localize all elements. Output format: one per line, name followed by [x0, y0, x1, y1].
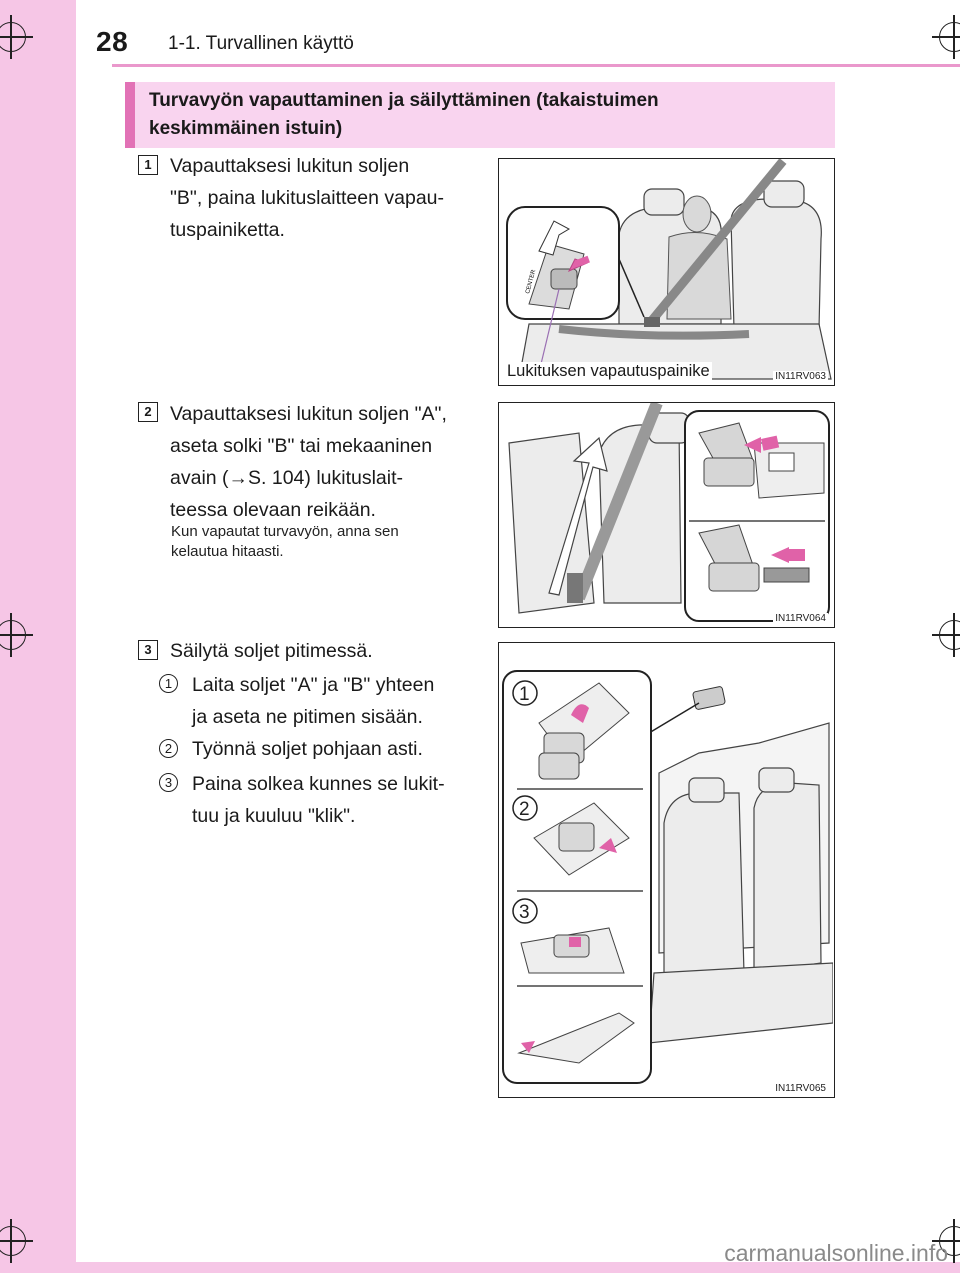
buckle-holder-illustration: 1 2 3	[502, 670, 833, 1084]
figure-code: IN11RV063	[773, 371, 828, 382]
topic-banner: Turvavyön vapauttaminen ja säilyttäminen…	[125, 82, 835, 148]
rear-seat-illustration: CENTER	[506, 159, 832, 380]
text-line: ja aseta ne pitimen sisään.	[192, 706, 423, 728]
figure-code: IN11RV065	[773, 1083, 828, 1094]
banner-line: keskimmäinen istuin)	[149, 118, 343, 139]
watermark: carmanualsonline.info	[724, 1240, 948, 1266]
note-line: kelautua hitaasti.	[171, 543, 284, 560]
substep-number-circle: 2	[159, 739, 178, 758]
registration-mark-icon	[0, 613, 33, 657]
step-1-text: Vapauttaksesi lukitun soljen "B", paina …	[170, 150, 478, 246]
figure-seat-release-button: CENTER Lukituksen vapautuspainike IN11RV…	[498, 158, 835, 386]
bottom-margin-strip	[0, 1262, 960, 1273]
note-line: Kun vapautat turvavyön, anna sen	[171, 523, 399, 540]
substep-number-circle: 1	[159, 674, 178, 693]
step-number-box: 2	[138, 402, 158, 422]
panel-label: 2	[519, 799, 530, 820]
text-line: Säilytä soljet pitimessä.	[170, 640, 373, 662]
step-2-text: Vapauttaksesi lukitun soljen "A", aseta …	[170, 398, 478, 526]
text-line: Paina solkea kunnes se lukit-	[192, 773, 445, 795]
text-line: Vapauttaksesi lukitun soljen "A",	[170, 403, 447, 425]
header-rule	[112, 64, 960, 67]
step-number-box: 1	[138, 155, 158, 175]
substep-text: Laita soljet "A" ja "B" yhteen ja aseta …	[192, 669, 478, 733]
text-line: tuu ja kuuluu "klik".	[192, 805, 356, 827]
substep-text: Työnnä soljet pohjaan asti.	[192, 733, 478, 765]
text-line: Laita soljet "A" ja "B" yhteen	[192, 674, 435, 696]
figure-buckle-stowing: 1 2 3 IN11RV065	[498, 642, 835, 1098]
figure-callout-label: Lukituksen vapautuspainike	[505, 362, 712, 381]
registration-mark-icon	[932, 15, 960, 59]
text-line: avain (→S. 104) lukituslait-	[170, 467, 404, 489]
text-line: teessa olevaan reikään.	[170, 499, 376, 521]
substep-number-circle: 3	[159, 773, 178, 792]
step-number-box: 3	[138, 640, 158, 660]
text-line: Vapauttaksesi lukitun soljen	[170, 155, 410, 177]
registration-mark-icon	[0, 15, 33, 59]
inset-buckle: CENTER	[525, 220, 590, 310]
registration-mark-icon	[0, 1219, 33, 1263]
text-line: "B", paina lukituslaitteen vapau-	[170, 187, 445, 209]
text-line: Työnnä soljet pohjaan asti.	[192, 738, 423, 760]
page-number: 28	[96, 26, 129, 57]
figure-release-buckle-a: IN11RV064	[498, 402, 835, 628]
banner-line: Turvavyön vapauttaminen ja säilyttäminen…	[149, 90, 659, 111]
panel-label: 3	[519, 902, 530, 923]
text-line: tuspainiketta.	[170, 219, 285, 241]
panel-label: 1	[519, 684, 530, 705]
registration-mark-icon	[932, 1219, 960, 1263]
text-line: aseta solki "B" tai mekaaninen	[170, 435, 433, 457]
registration-mark-icon	[932, 613, 960, 657]
step-3-text: Säilytä soljet pitimessä.	[170, 635, 478, 667]
substep-text: Paina solkea kunnes se lukit- tuu ja kuu…	[192, 768, 478, 832]
step-2-note: Kun vapautat turvavyön, anna sen kelautu…	[171, 522, 478, 562]
belt-release-illustration	[508, 403, 830, 622]
figure-code: IN11RV064	[773, 613, 828, 624]
section-title: 1-1. Turvallinen käyttö	[168, 33, 354, 54]
